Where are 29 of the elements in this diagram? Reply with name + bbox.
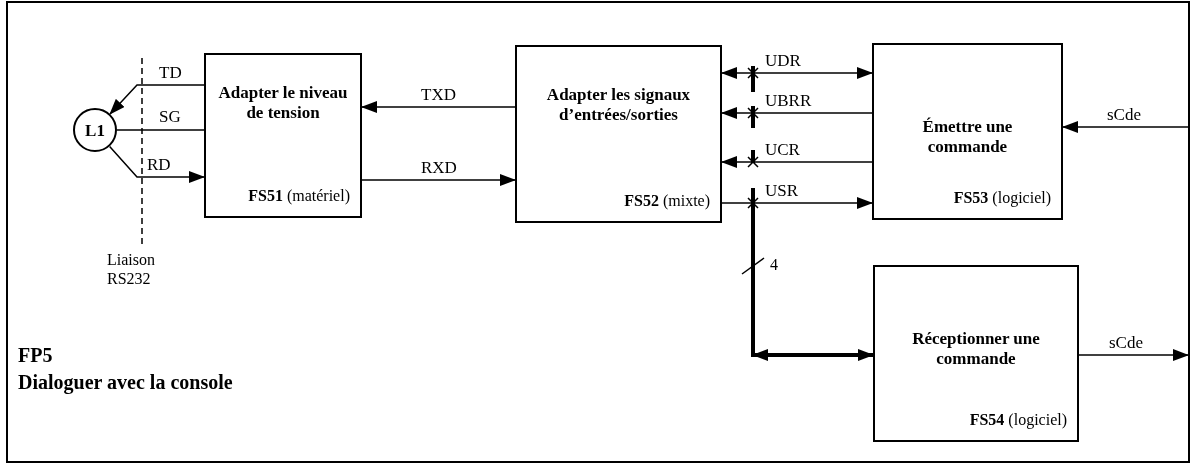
arrow [721,107,873,119]
arrow [108,145,205,183]
arrow [721,156,873,168]
arrow [361,174,516,186]
function-block [872,43,1063,220]
arrow [752,349,874,361]
arrow [361,101,516,113]
function-reference: FS52 (mixte) [623,191,710,211]
frame-title: Dialoguer avec la console [18,370,233,395]
function-title: Émettre une commande [921,117,1014,157]
arrow [721,197,873,209]
connector-label: L1 [85,121,105,139]
function-block [873,265,1079,442]
function-block [204,53,362,218]
arrow [1078,349,1188,361]
function-title: Adapter les signaux d’entrées/sorties [545,85,692,125]
function-reference: FS53 (logiciel) [952,188,1051,208]
function-block [515,45,722,223]
function-title: Réceptionner une commande [911,329,1041,369]
arrow [1062,121,1188,133]
function-reference: FS51 (matériel) [247,186,350,206]
bus-width-label: 4 [770,255,778,274]
frame-title: FP5 [18,343,54,368]
arrow [109,84,205,115]
function-reference: FS54 (logiciel) [968,410,1067,430]
function-title: Adapter le niveau de tension [217,83,349,123]
function-frame [6,1,1190,463]
arrow [721,67,873,79]
interface-label: Liaison RS232 [107,250,156,288]
